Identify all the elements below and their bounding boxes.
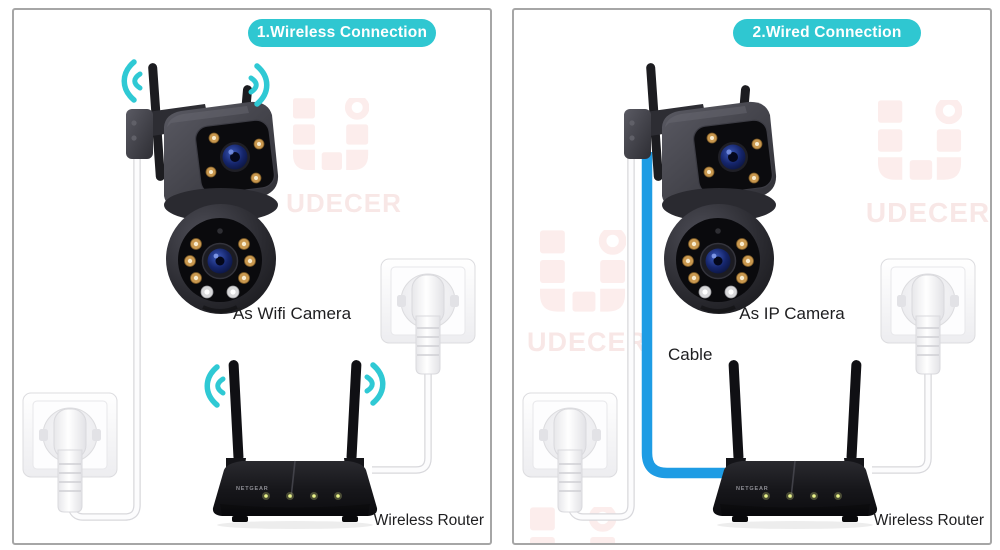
mount-bracket bbox=[624, 109, 651, 159]
wifi-signal-icon bbox=[364, 362, 386, 406]
router-antenna-left bbox=[728, 360, 744, 462]
dual-lens-camera bbox=[624, 63, 777, 314]
udecer-watermark-logo bbox=[540, 230, 626, 312]
dual-lens-camera bbox=[126, 63, 279, 314]
router-brand-label: NETGEAR bbox=[736, 486, 769, 492]
wifi-signal-icon bbox=[121, 59, 143, 103]
router-brand-label: NETGEAR bbox=[236, 486, 269, 492]
cable-label: Cable bbox=[668, 345, 713, 364]
camera-caption: As IP Camera bbox=[739, 304, 845, 323]
step-badge: 2.Wired Connection bbox=[733, 19, 921, 47]
wall-outlet-right bbox=[880, 258, 976, 375]
router-body bbox=[212, 461, 378, 516]
router-antenna-left bbox=[228, 360, 244, 462]
router-power-cable bbox=[372, 366, 432, 474]
power-plug bbox=[53, 408, 87, 513]
router-caption: Wireless Router bbox=[373, 512, 484, 529]
udecer-watermark-logo bbox=[878, 100, 962, 180]
power-plug bbox=[553, 408, 587, 513]
udecer-watermark-text: UDECER bbox=[865, 197, 991, 228]
wall-outlet-right bbox=[380, 258, 476, 375]
mount-bracket bbox=[126, 109, 153, 159]
step-badge: 1.Wireless Connection bbox=[248, 19, 436, 47]
wireless-router: NETGEAR bbox=[212, 360, 378, 529]
wall-outlet-left bbox=[22, 392, 118, 513]
udecer-watermark-text: UDECER bbox=[527, 327, 648, 357]
wifi-signal-icon bbox=[204, 364, 226, 408]
udecer-watermark-text: UDECER bbox=[286, 188, 402, 218]
wireless-connection-panel: UDECER bbox=[12, 8, 492, 545]
router-caption: Wireless Router bbox=[873, 512, 984, 529]
wireless-router: NETGEAR bbox=[712, 360, 878, 529]
router-power-cable bbox=[872, 366, 932, 474]
router-body bbox=[712, 461, 878, 516]
router-antenna-right bbox=[846, 360, 862, 462]
upper-ir-leds bbox=[703, 132, 763, 184]
router-status-leds bbox=[262, 492, 342, 500]
wifi-signal-icon bbox=[248, 63, 270, 107]
router-antenna-right bbox=[346, 360, 362, 462]
power-plug bbox=[411, 274, 445, 375]
power-plug bbox=[911, 274, 945, 375]
ethernet-cable bbox=[641, 152, 726, 479]
udecer-watermark-logo bbox=[293, 98, 369, 170]
wall-outlet-left bbox=[522, 392, 618, 513]
router-status-leds bbox=[762, 492, 842, 500]
wired-connection-panel: UDECER UDECER bbox=[512, 8, 992, 545]
camera-caption: As Wifi Camera bbox=[232, 304, 352, 323]
